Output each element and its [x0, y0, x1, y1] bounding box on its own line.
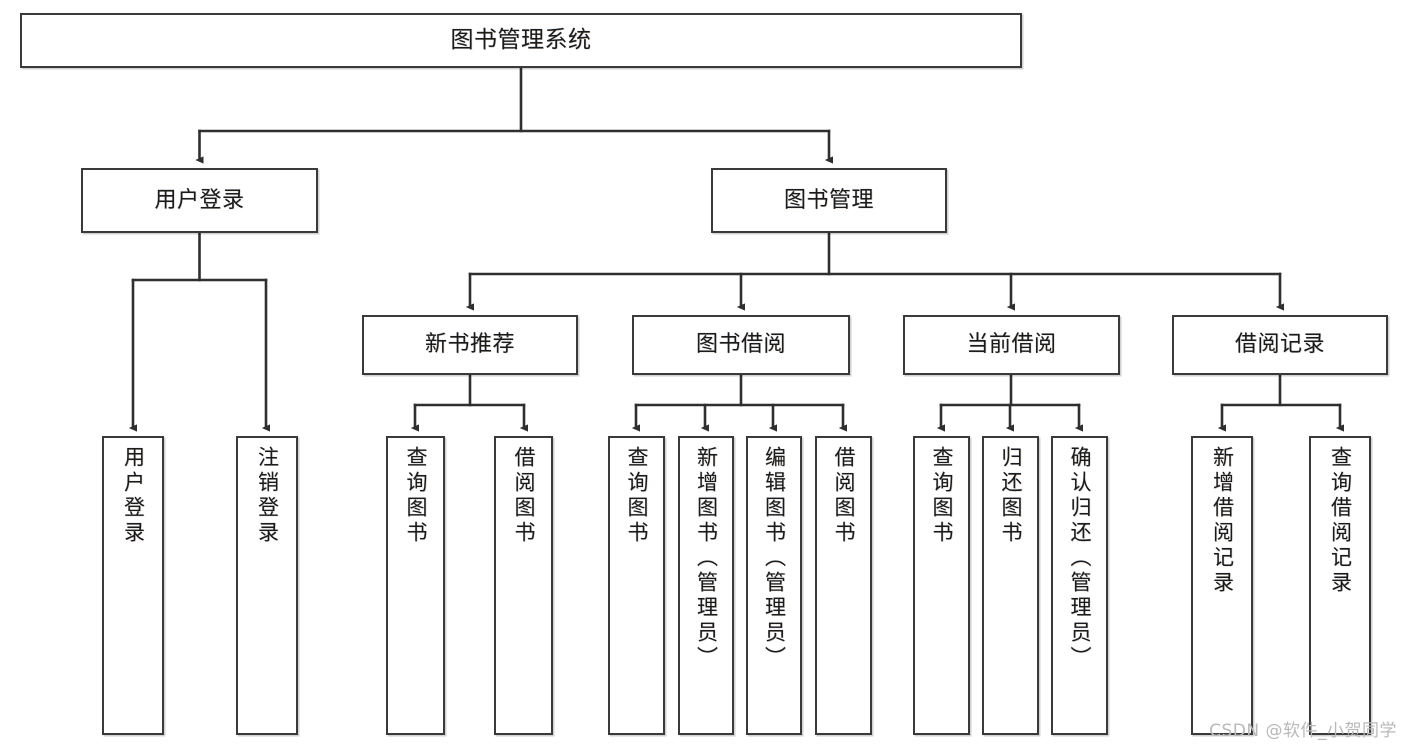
node-label: 查询图书 — [625, 446, 649, 546]
node-label: 确认归还（管理员） — [1068, 446, 1092, 671]
node-label: 图书管理 — [783, 187, 874, 213]
node-book-borrowing[interactable]: 图书借阅 — [632, 315, 850, 375]
leaf-book-borrow-borrow-books[interactable]: 借阅图书 — [815, 436, 872, 735]
leaf-borrow-record-add-record[interactable]: 新增借阅记录 — [1191, 436, 1253, 735]
node-root-book-management-system[interactable]: 图书管理系统 — [20, 13, 1022, 68]
leaf-book-borrow-edit-book-admin[interactable]: 编辑图书（管理员） — [746, 436, 802, 735]
leaf-borrow-record-query-record[interactable]: 查询借阅记录 — [1309, 436, 1371, 735]
csdn-watermark: CSDN @软件_小贺同学 — [1209, 721, 1397, 741]
node-label: 图书借阅 — [695, 332, 786, 358]
leaf-new-book-borrow-books[interactable]: 借阅图书 — [494, 436, 553, 735]
node-label: 图书管理系统 — [450, 26, 592, 53]
node-label: 注销登录 — [255, 446, 280, 546]
node-label: 新书推荐 — [424, 332, 515, 358]
node-label: 借阅图书 — [832, 446, 856, 546]
leaf-new-book-query-books[interactable]: 查询图书 — [386, 436, 445, 735]
node-borrowing-record[interactable]: 借阅记录 — [1172, 315, 1388, 375]
leaf-current-borrow-query-books[interactable]: 查询图书 — [913, 436, 970, 735]
node-label: 用户登录 — [154, 187, 245, 213]
node-label: 新增图书（管理员） — [694, 446, 719, 671]
leaf-current-borrow-return-books[interactable]: 归还图书 — [982, 436, 1039, 735]
node-user-login[interactable]: 用户登录 — [81, 168, 318, 233]
leaf-book-borrow-add-book-admin[interactable]: 新增图书（管理员） — [678, 436, 734, 735]
node-book-management[interactable]: 图书管理 — [711, 168, 947, 233]
node-label: 借阅记录 — [1234, 332, 1325, 358]
node-label: 查询借阅记录 — [1328, 446, 1353, 596]
node-label: 查询图书 — [930, 446, 954, 546]
leaf-current-borrow-confirm-return-admin[interactable]: 确认归还（管理员） — [1051, 436, 1108, 735]
node-label: 新增借阅记录 — [1210, 446, 1235, 596]
leaf-user-login-login[interactable]: 用户登录 — [102, 436, 164, 735]
node-label: 归还图书 — [999, 446, 1023, 546]
node-label: 用户登录 — [121, 446, 146, 546]
leaf-book-borrow-query-books[interactable]: 查询图书 — [608, 436, 665, 735]
leaf-user-login-logout[interactable]: 注销登录 — [236, 436, 298, 735]
node-label: 当前借阅 — [966, 332, 1057, 358]
node-new-book-recommendation[interactable]: 新书推荐 — [362, 315, 578, 375]
node-label: 借阅图书 — [512, 446, 536, 546]
node-current-borrowing[interactable]: 当前借阅 — [903, 315, 1120, 375]
node-label: 查询图书 — [404, 446, 428, 546]
node-label: 编辑图书（管理员） — [762, 446, 787, 671]
